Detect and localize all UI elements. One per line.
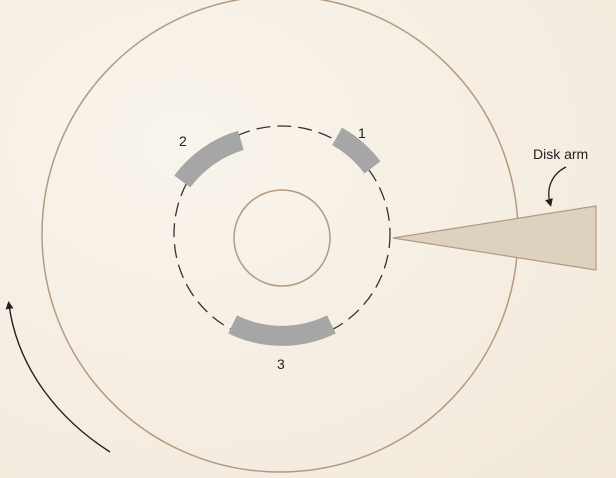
sector-3 [228, 315, 336, 346]
sector-1-label: 1 [358, 125, 366, 141]
sector-2-label: 2 [179, 133, 187, 149]
sector-1 [331, 127, 381, 174]
rotation-arrow [5, 301, 111, 453]
sector-3-label: 3 [277, 356, 285, 372]
platter-hub-circle [233, 189, 331, 287]
disk-arm [392, 205, 597, 271]
disk-arm-label: Disk arm [533, 146, 588, 162]
sector-2 [174, 130, 245, 188]
disk-arm-pointer-arrow [545, 166, 567, 207]
